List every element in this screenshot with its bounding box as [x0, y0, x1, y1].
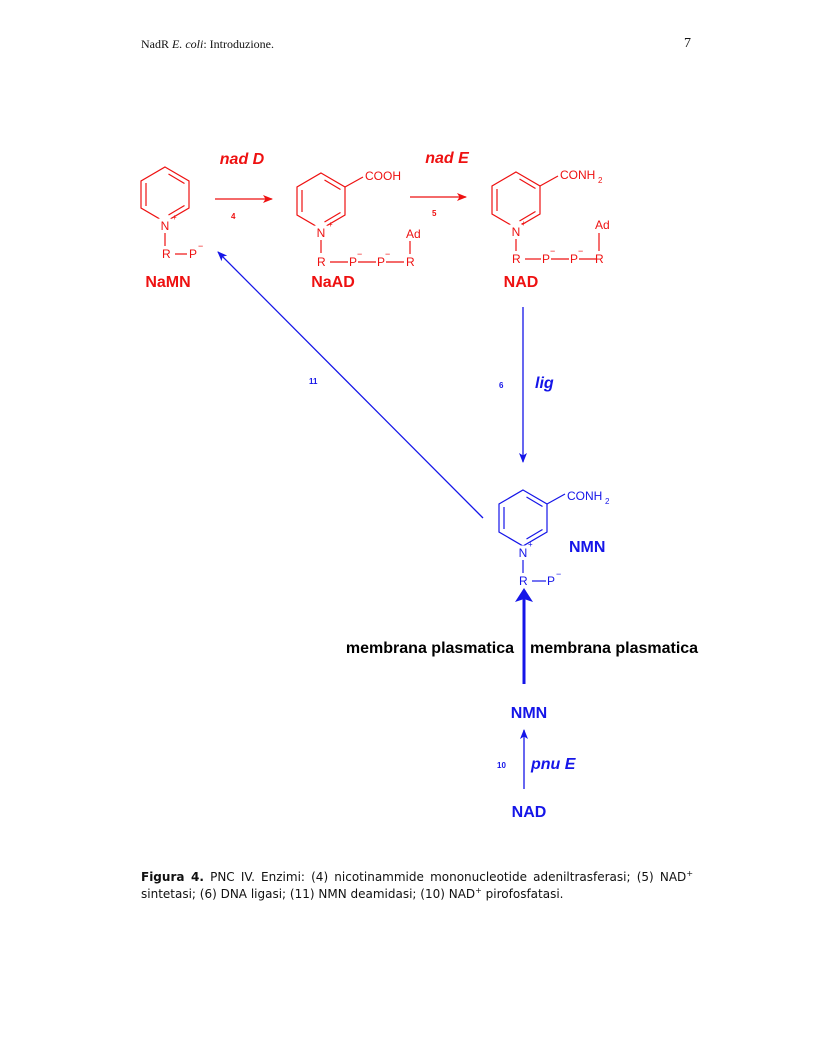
nad-structure	[491, 171, 600, 260]
nad-sub2: 2	[598, 176, 603, 185]
namn-p: P	[189, 247, 197, 261]
naad-r2: R	[406, 255, 415, 269]
caption-text-2: sintetasi; (6) DNA ligasi; (11) NMN deam…	[141, 887, 476, 901]
nad-conh2-bond	[539, 175, 559, 187]
naad-double-bond	[324, 179, 341, 191]
naad-n-atom: N	[317, 226, 326, 240]
nmn-n-atom: N	[519, 546, 528, 560]
step-6-number: 6	[499, 381, 504, 390]
step-10-number: 10	[497, 761, 506, 770]
figure-caption: Figura 4. PNC IV. Enzimi: (4) nicotinamm…	[141, 869, 693, 903]
nmn-structure	[498, 489, 566, 582]
nad-r2: R	[595, 252, 604, 266]
nad-ring	[491, 171, 541, 229]
nmn-r: R	[519, 574, 528, 588]
enzyme-nad-d: nad D	[220, 151, 265, 168]
nmn-conh2-bond	[546, 493, 566, 505]
namn-minus: −	[198, 241, 203, 251]
namn-r: R	[162, 247, 171, 261]
nmn-ring	[498, 489, 548, 547]
naad-ring	[296, 172, 346, 230]
nmn-sub2: 2	[605, 497, 610, 506]
nmn-plus: +	[528, 540, 533, 549]
caption-text-1: PNC IV. Enzimi: (4) nicotinammide mononu…	[203, 870, 687, 884]
caption-label: Figura 4.	[141, 870, 204, 884]
naad-cooh-bond	[344, 176, 364, 188]
naad-double-bond	[324, 211, 341, 223]
nad-n-mask: N	[512, 225, 521, 239]
nad-ad: Ad	[595, 218, 610, 232]
nad-minus1: −	[550, 246, 555, 256]
caption-sup-2: +	[475, 886, 482, 895]
step-4-number: 4	[231, 212, 236, 221]
naad-p2: P	[377, 255, 385, 269]
membrane-label-right-mask: membrana plasmatica	[530, 640, 698, 657]
naad-cooh: COOH	[365, 169, 401, 183]
namn-ring	[140, 166, 190, 223]
namn-double-bond	[168, 204, 185, 216]
naad-minus2: −	[385, 249, 390, 259]
running-header: NadR E. coli: Introduzione.	[141, 37, 274, 52]
nad-conh: CONH	[560, 168, 595, 182]
label-nad-outside: NAD	[512, 804, 547, 821]
enzyme-lig: lig	[535, 375, 554, 392]
naad-p1: P	[349, 255, 357, 269]
header-organism: E. coli	[172, 37, 204, 51]
nmn-conh: CONH	[567, 489, 602, 503]
naad-plus: +	[328, 220, 333, 229]
label-nad-top: NAD	[504, 274, 539, 291]
header-suffix: : Introduzione.	[203, 37, 274, 51]
step-5-number: 5	[432, 209, 437, 218]
namn-plus: +	[172, 213, 177, 222]
nad-double-bond	[519, 178, 536, 190]
nad-plus: +	[521, 219, 526, 228]
nmn-double-bond	[526, 496, 543, 508]
membrane-label-left: membrana plasmatica	[346, 640, 514, 657]
naad-structure	[296, 172, 411, 263]
nad-minus2: −	[578, 246, 583, 256]
nad-r1: R	[512, 252, 521, 266]
nad-n-atom: N	[512, 225, 521, 239]
membrane-label-left-mask: membrana plasmatica	[346, 640, 514, 657]
enzyme-pnu-e: pnu E	[530, 756, 577, 773]
label-naad: NaAD	[311, 274, 355, 291]
namn-structure	[140, 166, 190, 255]
nad-p2: P	[570, 252, 578, 266]
step-11-number: 11	[309, 377, 318, 386]
caption-text-3: pirofosfatasi.	[481, 887, 564, 901]
caption-sup-1: +	[686, 869, 694, 878]
namn-n-mask: N	[161, 219, 170, 233]
label-nmn-inside: NMN	[569, 539, 605, 556]
nmn-p: P	[547, 574, 555, 588]
nmn-n-mask: N	[519, 546, 528, 560]
membrane-label-right: membrana plasmatica	[530, 640, 698, 657]
naad-r1: R	[317, 255, 326, 269]
nmn-minus: −	[556, 569, 561, 579]
label-nmn-outside: NMN	[511, 705, 547, 722]
nad-p1: P	[542, 252, 550, 266]
enzyme-nad-e: nad E	[425, 150, 470, 167]
namn-n-atom: N	[161, 219, 170, 233]
naad-n-mask: N	[317, 226, 326, 240]
nmn-double-bond	[526, 528, 543, 540]
namn-double-bond	[168, 173, 185, 185]
naad-minus1: −	[357, 249, 362, 259]
arrow-step-11	[217, 251, 484, 519]
header-prefix: NadR	[141, 37, 172, 51]
nad-double-bond	[519, 210, 536, 222]
label-namn: NaMN	[145, 274, 190, 291]
naad-ad: Ad	[406, 227, 421, 241]
page-number: 7	[684, 36, 691, 51]
